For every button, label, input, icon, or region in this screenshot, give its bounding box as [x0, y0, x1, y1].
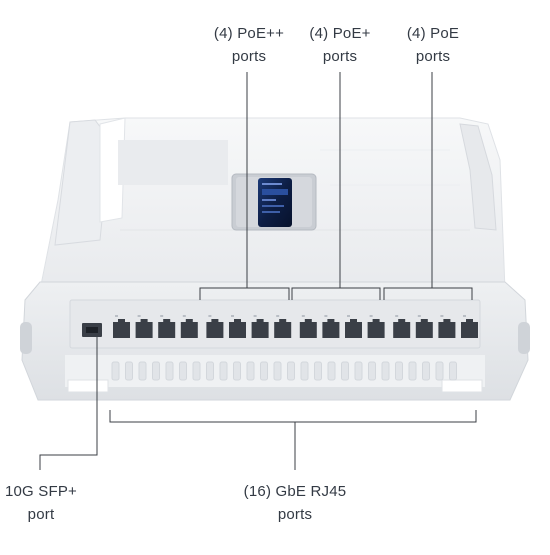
callout-sfp-line2: port [27, 506, 55, 523]
cable-rib [165, 361, 174, 381]
cable-rib [327, 361, 336, 381]
callout-rj45: (16) GbE RJ45 ports [228, 480, 362, 526]
cable-rib [449, 361, 457, 381]
cable-rib [206, 361, 214, 381]
callout-poe-plus-line1: (4) PoE+ [309, 25, 371, 42]
leader-lines [39, 72, 433, 470]
rj45-port [438, 315, 456, 338]
callout-poe-plus-plus-line1: (4) PoE++ [213, 25, 285, 42]
rj45-port [345, 315, 362, 338]
status-screen [258, 178, 292, 227]
cable-rib [152, 361, 160, 381]
cable-rib [354, 361, 363, 381]
cable-rib [125, 361, 133, 381]
cable-rib [246, 361, 255, 381]
cable-rib [287, 361, 295, 381]
callout-poe-line1: (4) PoE [406, 25, 460, 42]
rj45-port [415, 315, 433, 338]
callout-poe: (4) PoE ports [398, 22, 468, 68]
callout-sfp-line1: 10G SFP+ [4, 483, 78, 500]
rj45-port [158, 315, 176, 338]
callout-sfp: 10G SFP+ port [2, 480, 80, 526]
cable-rib [435, 361, 444, 381]
rj45-port [299, 315, 317, 338]
cable-rib [111, 361, 120, 381]
callout-rj45-line1: (16) GbE RJ45 [243, 483, 347, 500]
cable-rib [422, 361, 430, 381]
display-module [231, 173, 317, 231]
cable-management-ribs [111, 361, 457, 381]
rj45-port [206, 315, 224, 338]
cable-rib [300, 361, 309, 381]
rj45-port [393, 315, 411, 338]
rj45-port [461, 315, 478, 338]
rj45-port [274, 315, 292, 338]
callout-poe-plus-plus: (4) PoE++ ports [207, 22, 291, 68]
cable-rib [408, 361, 417, 381]
cable-rib [381, 361, 390, 381]
cable-rib [341, 361, 349, 381]
cable-rib [368, 361, 376, 381]
callout-poe-plus: (4) PoE+ ports [302, 22, 378, 68]
rj45-port [322, 315, 340, 338]
cable-rib [233, 361, 241, 381]
cable-rib [314, 361, 322, 381]
sfp-port [82, 323, 102, 337]
rj45-port [229, 315, 246, 338]
cable-rib [179, 361, 187, 381]
cable-rib [273, 361, 282, 381]
rj45-port [135, 315, 153, 338]
cable-rib [260, 361, 268, 381]
cable-rib [219, 361, 228, 381]
rj45-port-row [113, 315, 478, 338]
callout-poe-line2: ports [415, 48, 451, 65]
port-group-brackets [109, 287, 477, 423]
callout-poe-plus-plus-line2: ports [231, 48, 267, 65]
cable-rib [138, 361, 147, 381]
callout-poe-plus-line2: ports [322, 48, 358, 65]
rj45-port [367, 315, 385, 338]
rj45-port [180, 315, 198, 338]
cable-rib [192, 361, 201, 381]
cable-rib [395, 361, 403, 381]
callout-rj45-line2: ports [277, 506, 313, 523]
rj45-port [113, 315, 130, 338]
rj45-port [251, 315, 269, 338]
